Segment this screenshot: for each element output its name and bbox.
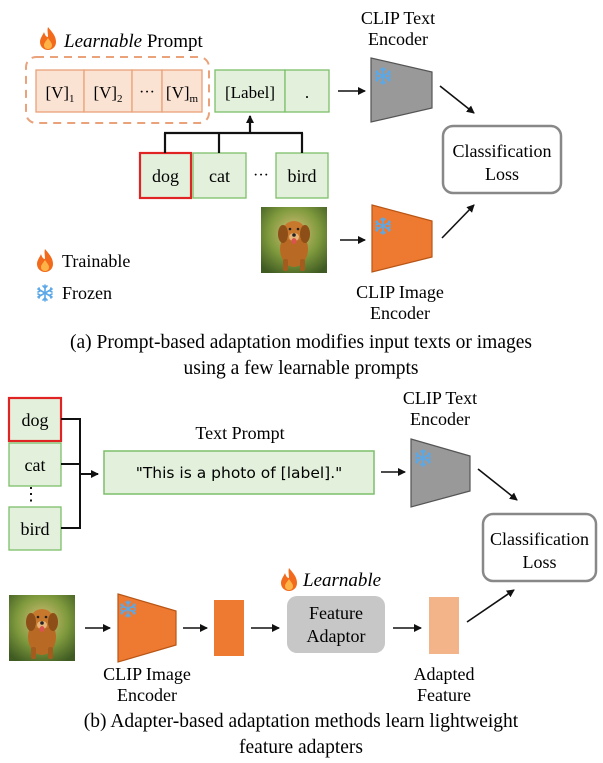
prompt-token-2-label: [V]2 — [93, 83, 122, 105]
image-encoder-label-line2: Encoder — [117, 685, 177, 705]
caption-a-line1: (a) Prompt-based adaptation modifies inp… — [70, 332, 532, 353]
prompt-token: [V]2 — [83, 69, 133, 113]
text-encoder-label-line1: CLIP Text — [361, 8, 435, 28]
classification-loss-box — [481, 512, 598, 583]
class-label-cat: cat — [25, 455, 46, 475]
period-token — [284, 69, 330, 113]
legend-trainable-label: Trainable — [62, 251, 130, 271]
snowflake-icon — [37, 284, 53, 302]
arrow-image-to-loss — [441, 204, 475, 239]
clip-image-encoder — [117, 593, 177, 663]
learnable-prompt-group — [25, 56, 210, 124]
image-encoder-label-line1: CLIP Image — [103, 664, 191, 684]
class-label-dog: dog — [22, 410, 49, 430]
arrow-text-to-loss — [477, 468, 518, 501]
adapted-feature-label-line1: Adapted — [414, 664, 475, 684]
adaptor-label-line1: Feature — [309, 603, 363, 623]
learnable-label: Learnable — [302, 570, 381, 591]
prompt-token-1-label: [V]1 — [45, 83, 74, 105]
text-prompt-title: Text Prompt — [195, 423, 284, 443]
image-encoder-label-line2: Encoder — [370, 303, 430, 323]
clip-image-encoder — [371, 204, 433, 273]
class-box-dog — [7, 396, 63, 443]
class-label-bird: bird — [288, 166, 317, 186]
loss-label-line2: Loss — [485, 164, 519, 184]
label-token — [214, 69, 286, 113]
image-encoder-label-line1: CLIP Image — [356, 282, 444, 302]
caption-b-line2: feature adapters — [239, 737, 363, 758]
arrow-text-to-loss — [439, 85, 475, 114]
prompt-token: [V]m — [161, 69, 203, 113]
loss-label-line2: Loss — [522, 552, 556, 572]
text-encoder-label-line1: CLIP Text — [403, 388, 477, 408]
flame-icon — [37, 249, 53, 272]
flame-icon — [281, 568, 297, 591]
class-box-bird — [8, 506, 62, 551]
adaptor-label-line2: Adaptor — [307, 626, 366, 646]
class-ellipsis: ··· — [253, 167, 269, 184]
text-prompt-box — [103, 450, 375, 495]
dog-photo — [9, 595, 75, 661]
flame-icon — [40, 27, 56, 50]
classification-loss-box — [441, 124, 563, 195]
text-prompt-text: "This is a photo of [label]." — [136, 464, 343, 482]
class-label-bird: bird — [21, 519, 50, 539]
class-bracket — [163, 115, 304, 153]
prompt-token: [V]1 — [35, 69, 85, 113]
feature-adaptor-box — [287, 596, 385, 653]
caption-b-line1: (b) Adapter-based adaptation methods lea… — [84, 711, 519, 732]
caption-a-line2: using a few learnable prompts — [183, 358, 418, 379]
adapted-feature-bar — [429, 597, 459, 654]
legend-frozen-label: Frozen — [62, 283, 112, 303]
loss-label-line1: Classification — [453, 141, 552, 161]
class-vertical-ellipsis: ⋮ — [22, 484, 40, 504]
loss-label-line1: Classification — [490, 529, 589, 549]
clip-text-encoder — [410, 438, 471, 508]
arrow-feature-to-loss — [466, 589, 515, 623]
prompt-token-ellipsis: ··· — [131, 69, 163, 113]
class-box-cat — [8, 442, 62, 487]
adapted-feature-label-line2: Feature — [417, 685, 471, 705]
class-bracket — [61, 418, 99, 529]
dog-photo — [261, 207, 327, 273]
learnable-prompt-title: Learnable Prompt — [63, 31, 204, 52]
svg-text:···: ··· — [139, 84, 155, 101]
class-label-dog: dog — [152, 166, 179, 186]
part-b: dog cat ⋮ bird Text Prompt "This is a ph… — [7, 388, 598, 758]
part-a: Learnable Prompt [V]1 [V]2 ··· [V]m [Lab… — [25, 8, 563, 379]
label-token-text: [Label] — [225, 83, 275, 102]
text-encoder-label-line2: Encoder — [368, 29, 428, 49]
class-label-cat: cat — [209, 166, 230, 186]
clip-text-encoder — [370, 57, 433, 123]
prompt-token-m-label: [V]m — [166, 83, 199, 105]
text-encoder-label-line2: Encoder — [410, 409, 470, 429]
period-token-text: . — [305, 83, 309, 102]
image-feature-bar — [214, 600, 244, 656]
